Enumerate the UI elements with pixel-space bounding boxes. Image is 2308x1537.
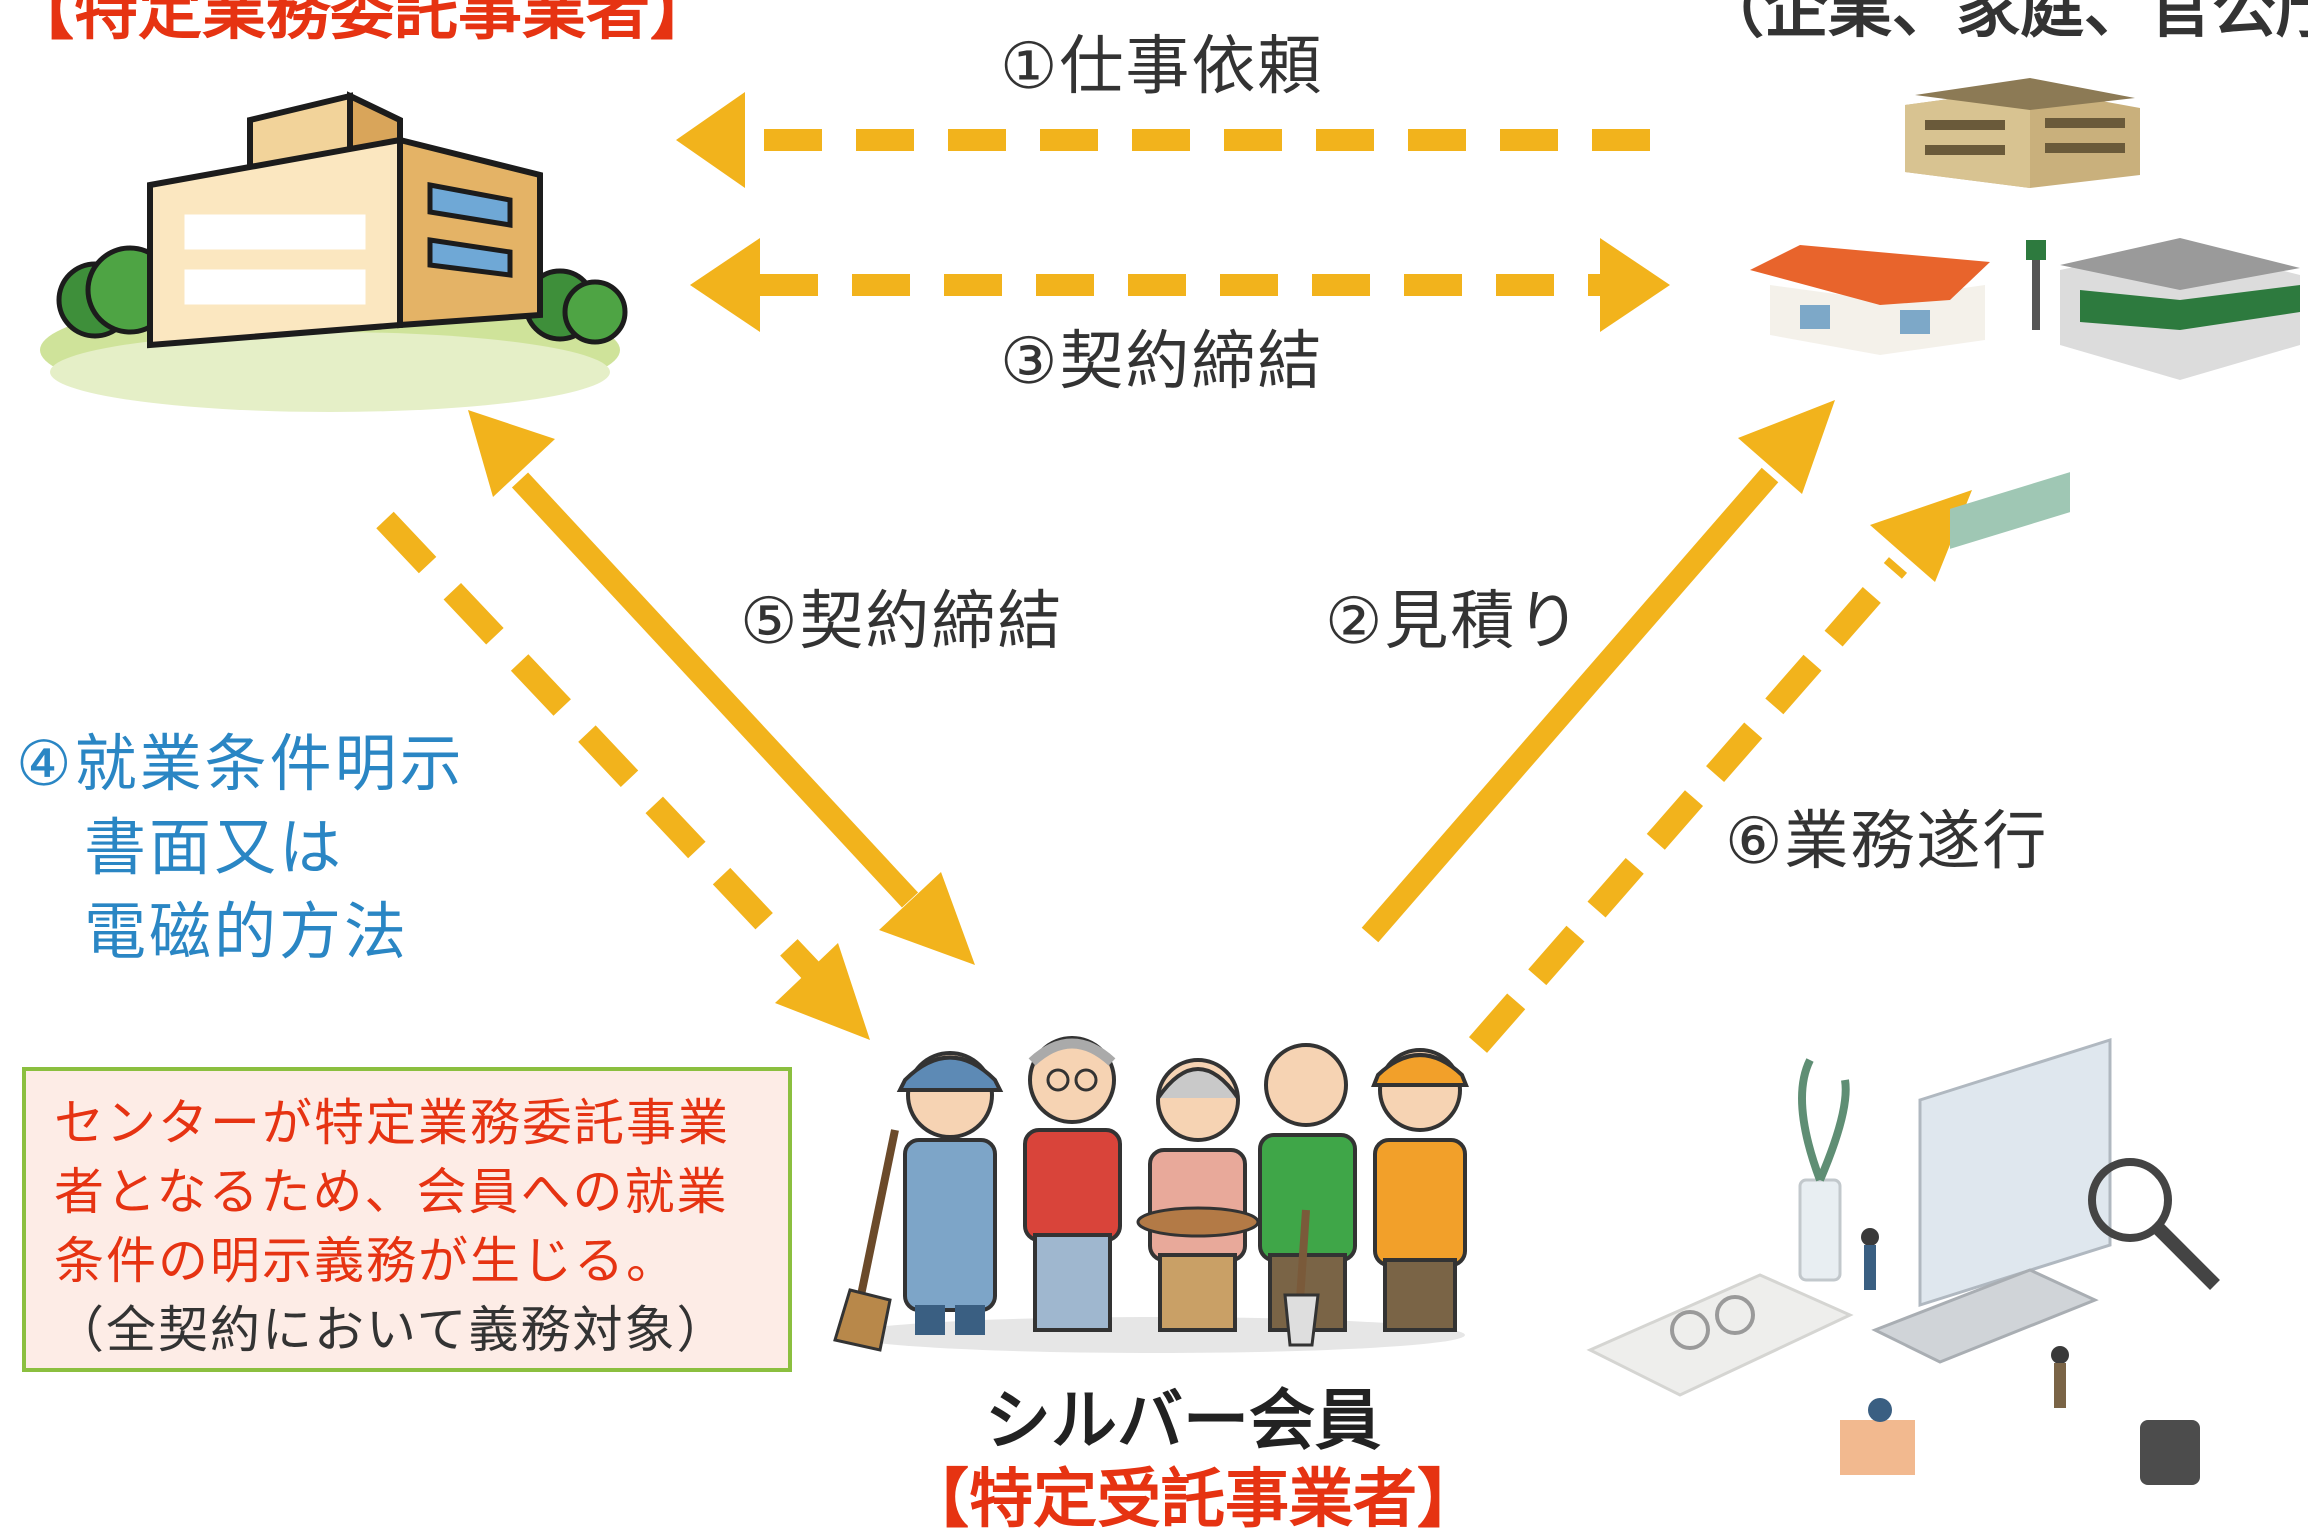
note-line-1: センターが特定業務委託事業 — [54, 1094, 730, 1152]
note-line-4: （全契約において義務対象） — [54, 1301, 729, 1359]
workspace-illustration — [1586, 472, 2220, 1485]
arrow-5-contract — [468, 410, 975, 965]
client-title: （企業、家庭、官公庁） — [1700, 0, 2308, 47]
member-suit — [1023, 1036, 1122, 1332]
step-2-label: ②見積り — [1325, 585, 1583, 659]
client-store-illustration — [2026, 238, 2300, 380]
note-line-2: 者となるため、会員への就業 — [54, 1163, 729, 1221]
arrow-3-contract — [690, 238, 1670, 332]
step-3-label: ③契約締結 — [1000, 325, 1324, 399]
member-worker — [833, 1051, 1004, 1352]
step-5-label: ⑤契約締結 — [740, 585, 1064, 659]
arrow-4-conditions — [376, 511, 870, 1040]
step-4-line-2: 書面又は — [84, 811, 345, 884]
note-line-3: 条件の明示義務が生じる。 — [54, 1232, 678, 1290]
client-office-building-illustration — [1905, 78, 2140, 188]
client-house-illustration — [1750, 245, 1990, 355]
member-apron — [1136, 1058, 1260, 1332]
member-role: 【特定受託事業者】 — [905, 1463, 1481, 1537]
member-name: シルバー会員 — [985, 1382, 1381, 1459]
obligation-note-box: センターが特定業務委託事業 者となるため、会員への就業 条件の明示義務が生じる。… — [22, 1067, 792, 1372]
member-store — [1371, 1048, 1469, 1332]
step-4-line-3: 電磁的方法 — [84, 895, 410, 968]
step-1-label: ①仕事依頼 — [1000, 30, 1324, 104]
commissioner-building-illustration — [40, 91, 628, 412]
step-6-label: ⑥業務遂行 — [1725, 805, 2049, 879]
step-4-label: ④就業条件明示 書面又は 電磁的方法 — [16, 722, 465, 974]
silver-members-illustration — [833, 1036, 1469, 1353]
arrow-6-execution — [1468, 490, 1972, 1053]
member-green — [1258, 1043, 1357, 1347]
arrow-1-request — [676, 92, 1650, 188]
commissioner-title: 【特定業務委託事業者】 — [10, 0, 714, 49]
step-4-line-1: ④就業条件明示 — [16, 727, 465, 800]
arrow-2-estimate — [1361, 400, 1835, 943]
